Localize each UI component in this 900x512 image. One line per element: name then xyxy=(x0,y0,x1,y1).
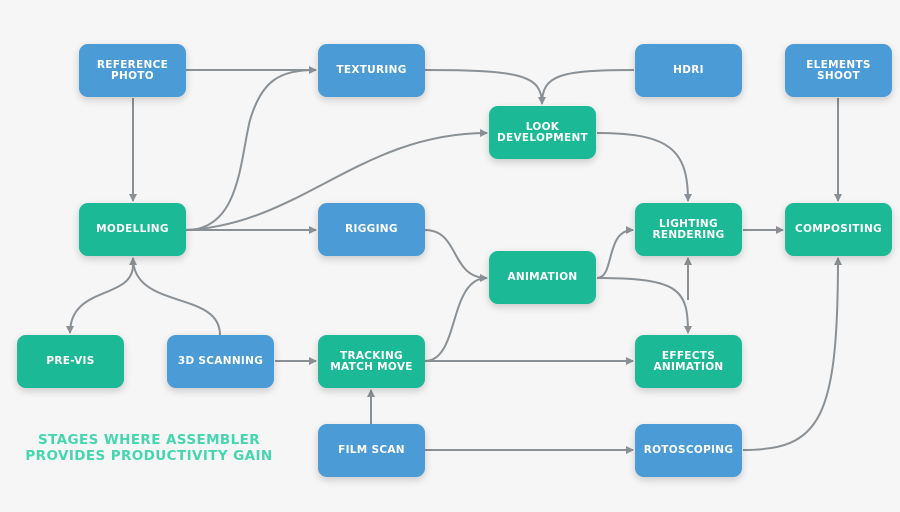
node-elements-shoot[interactable]: ELEMENTS SHOOT xyxy=(785,44,892,97)
node-rigging[interactable]: RIGGING xyxy=(318,203,425,256)
edge-lookdev-lighting xyxy=(596,132,692,202)
node-3d-scanning[interactable]: 3D SCANNING xyxy=(167,335,274,388)
node-pre-vis[interactable]: PRE-VIS xyxy=(17,335,124,388)
node-reference-photo[interactable]: REFERENCE PHOTO xyxy=(79,44,186,97)
edge-texturing-lookdev xyxy=(424,69,546,105)
edge-rotoscoping-compositing xyxy=(742,257,842,451)
node-tracking-match-move[interactable]: TRACKING MATCH MOVE xyxy=(318,335,425,388)
edge-3dscan-modelling xyxy=(129,257,221,336)
edge-modelling-lookdev xyxy=(185,129,488,231)
legend-caption: STAGES WHERE ASSEMBLER PROVIDES PRODUCTI… xyxy=(25,432,273,464)
node-animation[interactable]: ANIMATION xyxy=(489,251,596,304)
node-texturing[interactable]: TEXTURING xyxy=(318,44,425,97)
node-compositing[interactable]: COMPOSITING xyxy=(785,203,892,256)
node-rotoscoping[interactable]: ROTOSCOPING xyxy=(635,424,742,477)
edge-tracking-animation xyxy=(424,277,488,362)
edge-modelling-texturing xyxy=(185,69,317,231)
edge-animation-effects xyxy=(596,277,692,334)
edge-hdri-lookdev xyxy=(541,69,635,105)
node-lighting-rendering[interactable]: LIGHTING RENDERING xyxy=(635,203,742,256)
node-modelling[interactable]: MODELLING xyxy=(79,203,186,256)
node-effects-animation[interactable]: EFFECTS ANIMATION xyxy=(635,335,742,388)
edge-rigging-animation xyxy=(424,229,488,282)
node-film-scan[interactable]: FILM SCAN xyxy=(318,424,425,477)
edge-animation-lighting xyxy=(596,226,634,279)
node-hdri[interactable]: HDRI xyxy=(635,44,742,97)
node-look-development[interactable]: LOOK DEVELOPMENT xyxy=(489,106,596,159)
edge-modelling-previs xyxy=(66,264,134,334)
